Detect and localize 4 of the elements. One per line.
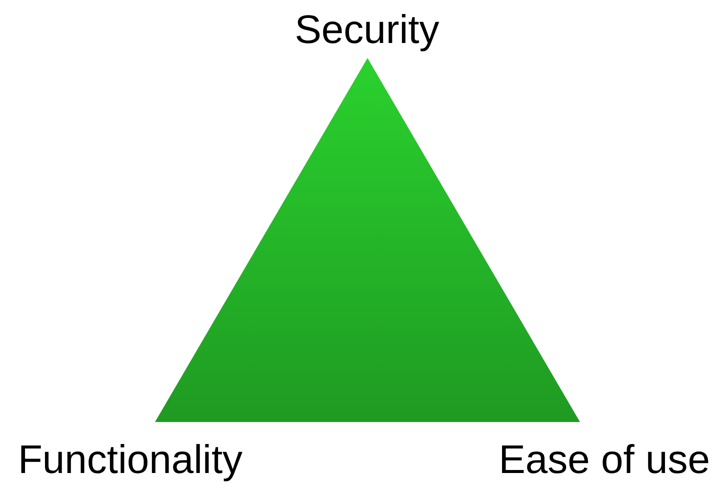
triangle-shape xyxy=(155,58,580,422)
corner-label: Security xyxy=(294,10,440,50)
corner-label: Ease of use xyxy=(498,440,710,480)
corner-label: Functionality xyxy=(18,440,243,480)
